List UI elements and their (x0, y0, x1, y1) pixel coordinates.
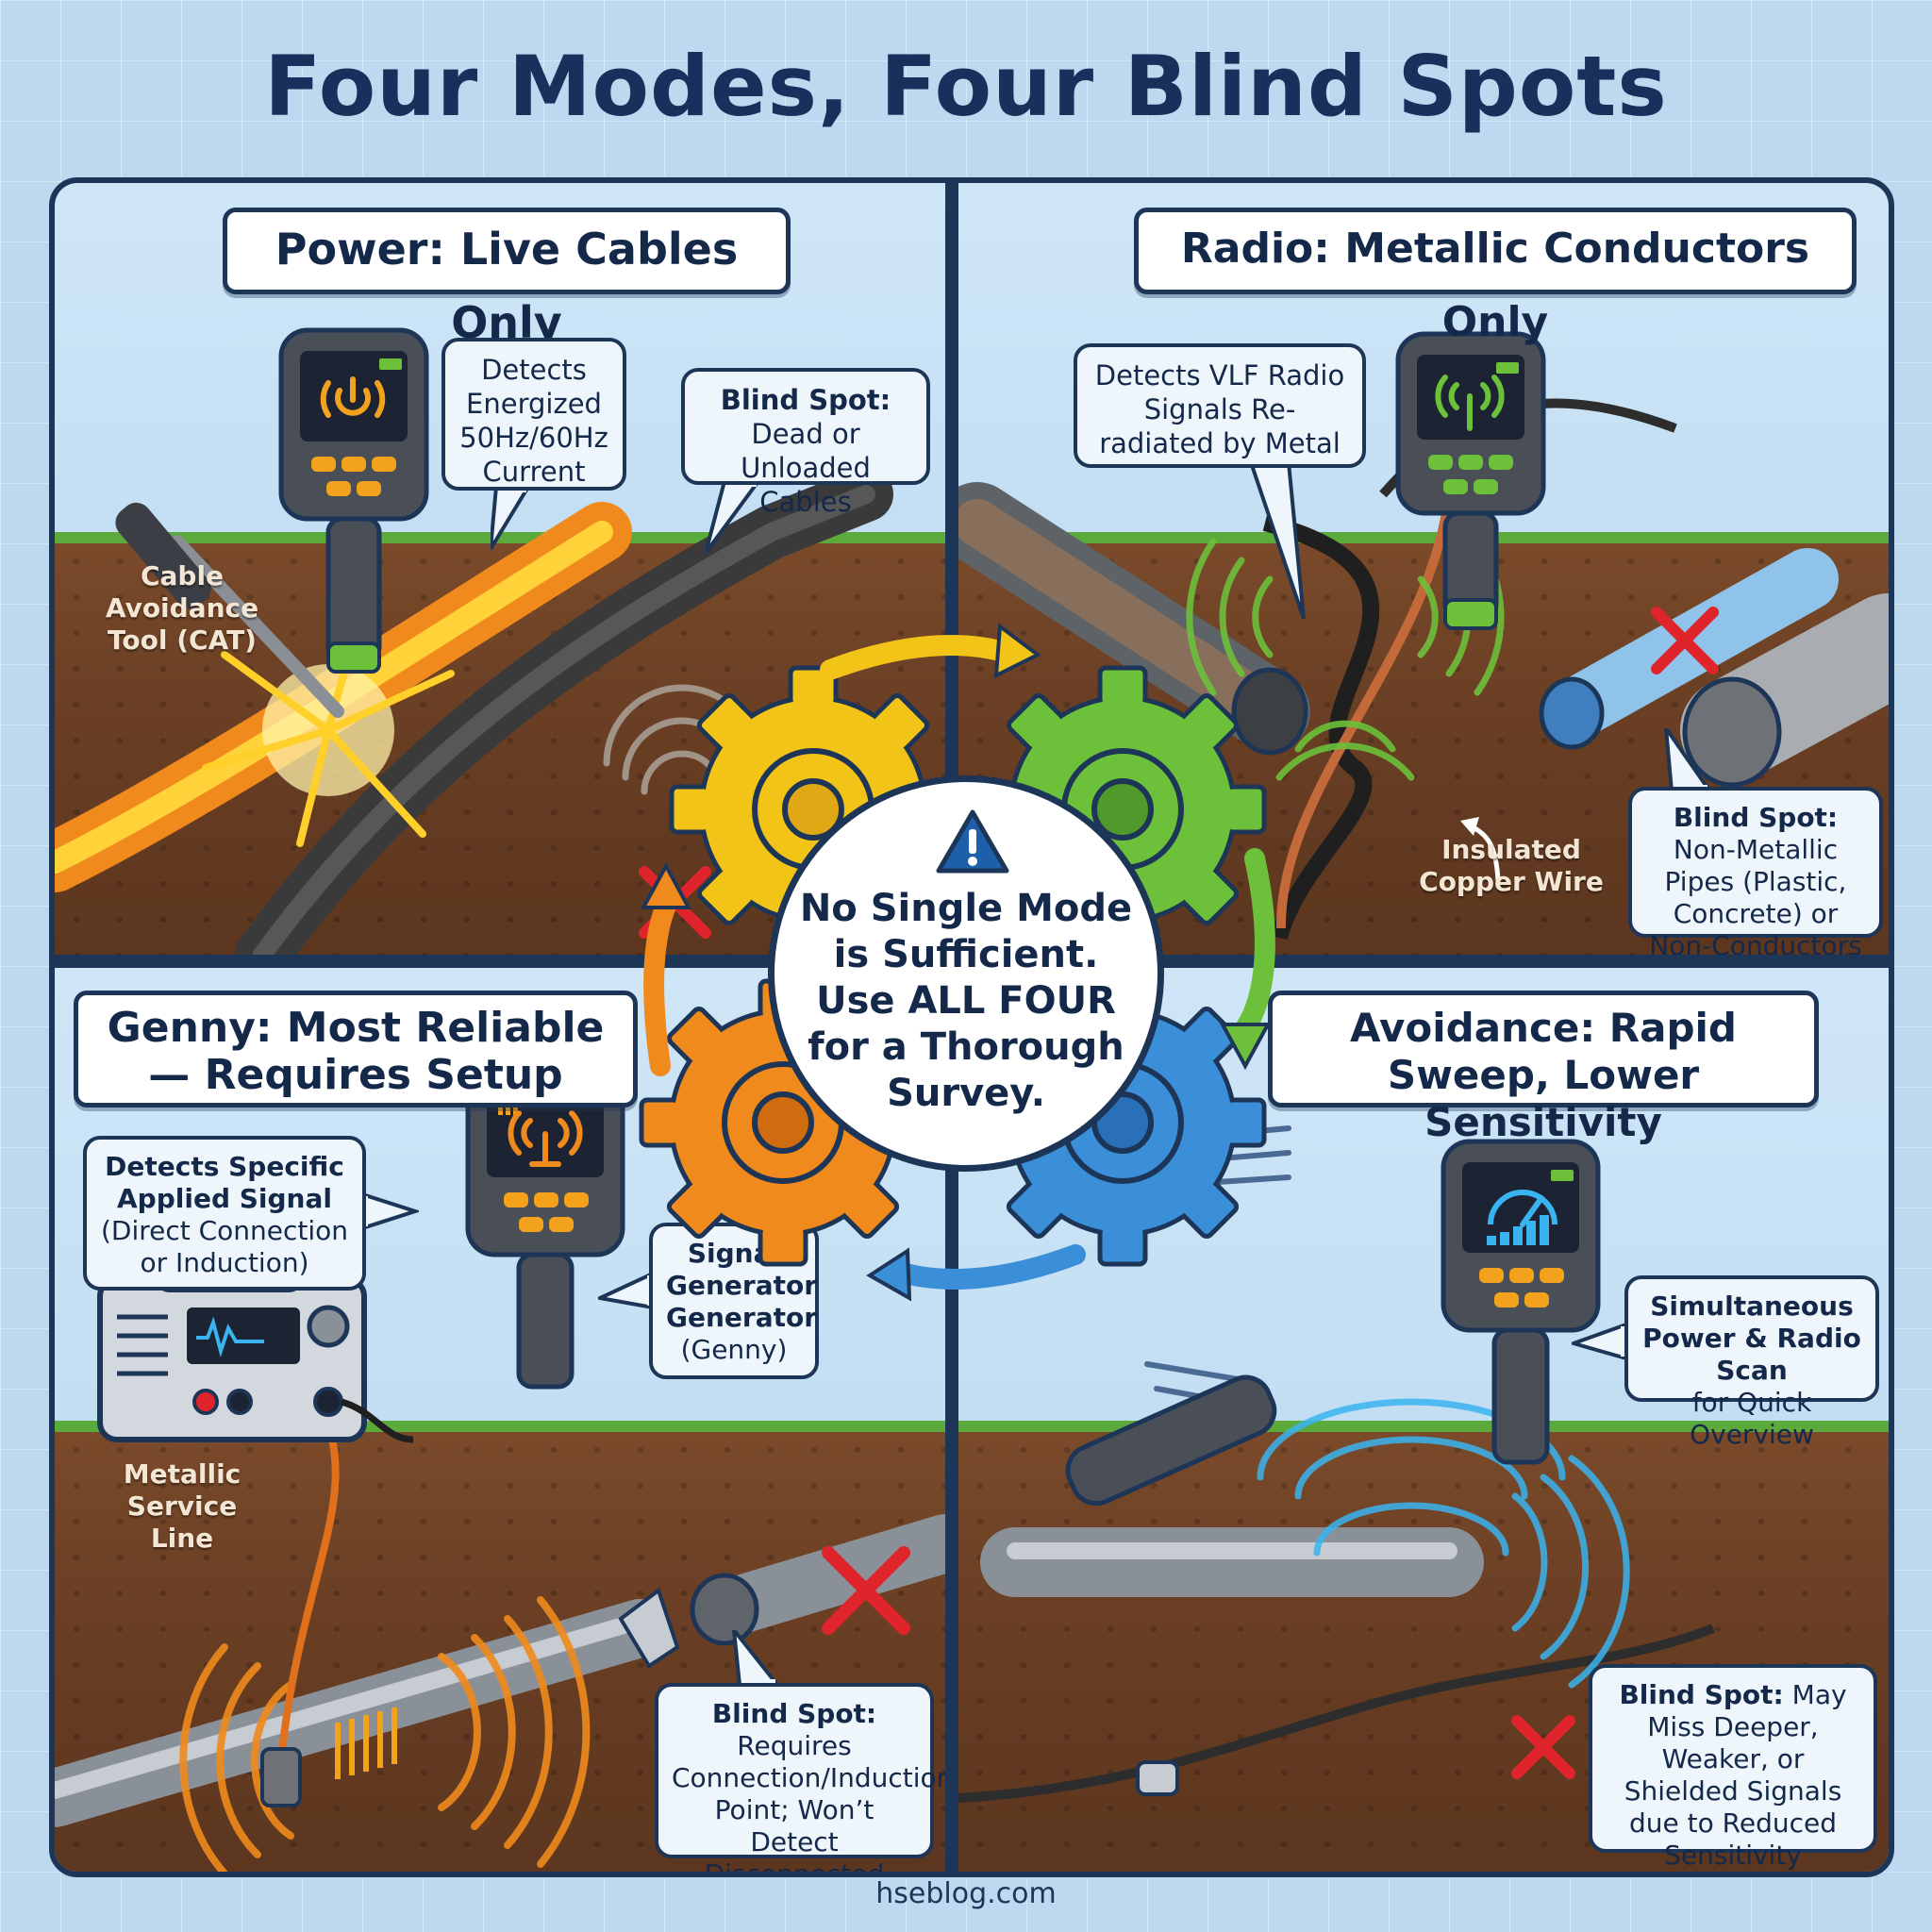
blind-spot-bubble-power: Blind Spot: Dead or Unloaded Cables (681, 368, 930, 518)
center-message: No Single Mode is Sufficient. Use ALL FO… (768, 775, 1164, 1172)
detects-bubble-radio: Detects VLF Radio Signals Re-radiated by… (1074, 343, 1366, 468)
center-text: No Single Mode is Sufficient. Use ALL FO… (799, 887, 1133, 1115)
panel-title-genny: Genny: Most Reliable — Requires Setup (74, 991, 638, 1108)
blind-spot-bubble-genny: Blind Spot: Requires Connection/Inductio… (655, 1683, 945, 1872)
service-line-label: Metallic Service Line (123, 1458, 242, 1554)
x-mark-icon (1511, 1715, 1575, 1779)
power-icon (320, 376, 386, 418)
buried-cable (958, 1624, 1715, 1803)
bubble-tail (731, 1630, 782, 1687)
blind-spot-text: Dead or Unloaded Cables (741, 418, 871, 518)
warning-icon (936, 809, 1009, 874)
blind-spot-bubble-radio: Blind Spot: Non-Metallic Pipes (Plastic,… (1628, 787, 1883, 955)
detects-rest: (Direct Connection or Induction) (100, 1215, 349, 1278)
genny-locator (465, 1063, 625, 1390)
radio-icon (1435, 375, 1505, 431)
scan-label: Simultaneous Power & Radio Scan (1642, 1291, 1861, 1386)
diagram-frame: Power: Live Cables Only Detects Energize… (49, 177, 1894, 1877)
detects-bold: Detects Specific Applied Signal (105, 1151, 344, 1214)
panel-genny: Genny: Most Reliable — Requires Setup De… (55, 968, 945, 1872)
blind-spot-label: Blind Spot: (711, 1698, 877, 1729)
gauge-icon (1487, 1190, 1557, 1245)
scan-bubble: Simultaneous Power & Radio Scan for Quic… (1624, 1275, 1879, 1450)
panel-title-avoidance: Avoidance: Rapid Sweep, Lower Sensitivit… (1268, 991, 1819, 1145)
blind-spot-bubble-avoidance: Blind Spot: May Miss Deeper, Weaker, or … (1589, 1664, 1877, 1871)
blind-spot-text: May Miss Deeper, Weaker, or Shielded Sig… (1624, 1679, 1847, 1871)
footer-source: hseblog.com (875, 1877, 1057, 1910)
bubble-tail (1248, 462, 1306, 620)
copper-wire (1262, 514, 1380, 941)
scan-rest: for Quick Overview (1690, 1387, 1814, 1450)
blind-spot-label: Blind Spot: (1619, 1679, 1784, 1710)
copper-wire-label: Insulated Copper Wire (1419, 834, 1604, 897)
bubble-tail (598, 1270, 655, 1310)
panel-title-radio: Radio: Metallic Conductors Only (1134, 208, 1857, 346)
avoidance-illustration (958, 1125, 1715, 1803)
blind-spot-label: Blind Spot: (1673, 802, 1839, 833)
x-mark-icon (1651, 607, 1719, 675)
detects-bubble-power: Detects Energized 50Hz/60Hz Current (441, 338, 626, 491)
blind-spot-label: Blind Spot: (720, 384, 891, 416)
cat-label: Cable Avoidance Tool (CAT) (105, 560, 259, 656)
bubble-tail (1663, 728, 1713, 792)
blind-spot-text: Requires Connection/Induction Point; Won… (672, 1730, 945, 1872)
panel-title-power: Power: Live Cables Only (223, 208, 791, 348)
generator-abbr: (Genny) (680, 1334, 788, 1365)
bubble-tail (1572, 1322, 1628, 1361)
radio-illustration (958, 398, 1889, 941)
x-mark-icon (822, 1546, 910, 1635)
avoidance-locator (1441, 1139, 1601, 1465)
antenna-icon (508, 1110, 583, 1167)
blind-spot-text: Non-Metallic Pipes (Plastic, Concrete) o… (1649, 834, 1862, 955)
cat-locator (278, 327, 429, 674)
radio-locator (1395, 331, 1546, 630)
power-illustration (55, 467, 893, 955)
bubble-tail (362, 1191, 419, 1231)
bubble-tail (491, 487, 531, 551)
detects-bubble-genny: Detects Specific Applied Signal (Direct … (83, 1136, 366, 1291)
signal-waves (179, 1596, 591, 1872)
page-title: Four Modes, Four Blind Spots (264, 38, 1668, 135)
